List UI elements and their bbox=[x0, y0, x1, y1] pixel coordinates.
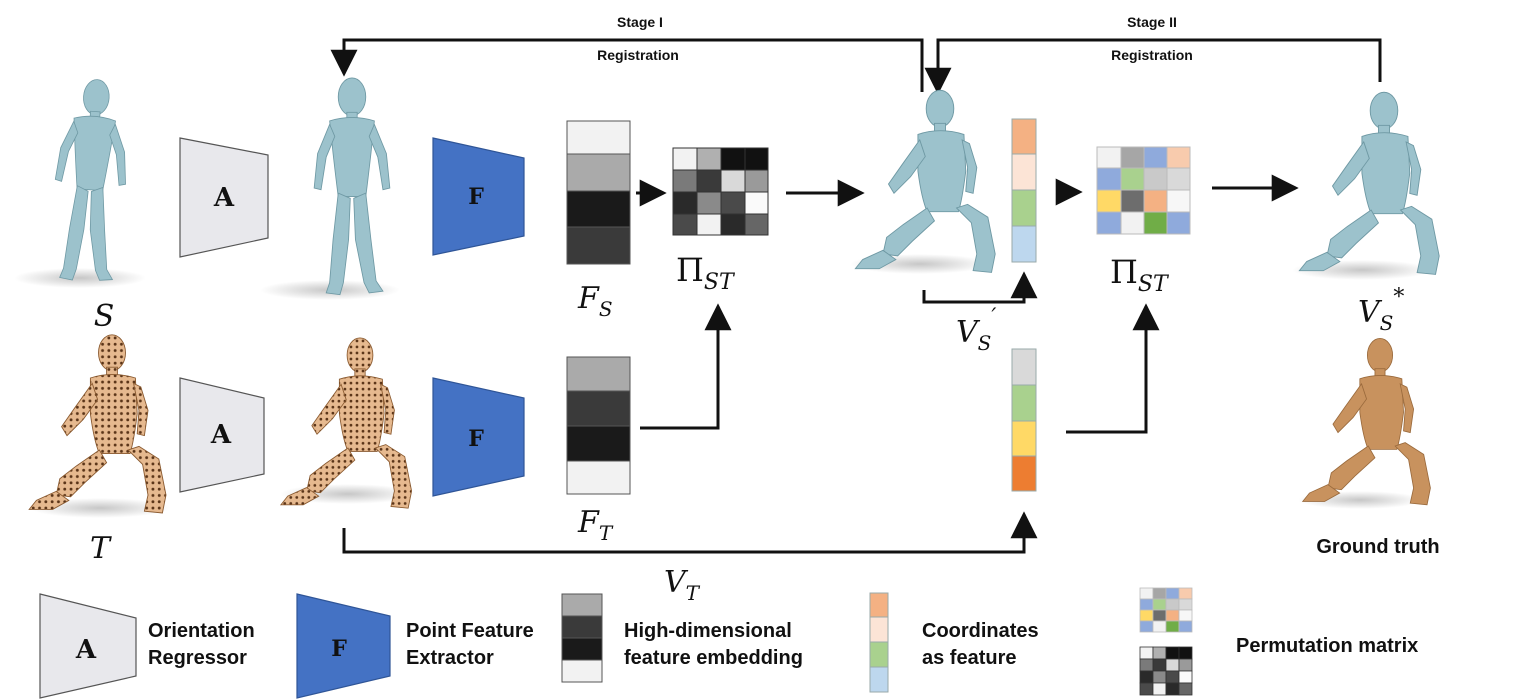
legend: A Orientation Regressor F Point Feature … bbox=[39, 587, 1418, 699]
legend-feature-line1: Point Feature bbox=[406, 620, 534, 642]
stage1-feedback-arrow bbox=[330, 38, 924, 92]
legend-perm-label: Permutation matrix bbox=[1236, 635, 1418, 657]
legend-embedding: High-dimensional feature embedding bbox=[561, 593, 803, 683]
target-label: T bbox=[90, 531, 112, 566]
legend-orientation-regressor: A Orientation Regressor bbox=[39, 593, 255, 699]
legend-permutation: Permutation matrix bbox=[1139, 587, 1418, 696]
ground-truth-label: Ground truth bbox=[1316, 536, 1439, 558]
legend-orientation-line1: Orientation bbox=[148, 620, 255, 642]
source-feature-embedding bbox=[566, 120, 631, 265]
legend-orientation-letter: A bbox=[75, 635, 97, 665]
aligned-target-mesh bbox=[280, 337, 416, 509]
legend-perm-color bbox=[1139, 587, 1193, 633]
deformed-source-mesh bbox=[850, 89, 996, 274]
final-registered-mesh bbox=[1292, 91, 1440, 280]
legend-coords-line1: Coordinates bbox=[922, 620, 1039, 642]
stage1-title: Stage I bbox=[617, 14, 663, 30]
orientation-regressor-block-2: A bbox=[179, 377, 265, 493]
feature-extractor-block-2: F bbox=[432, 377, 525, 497]
source-label: S bbox=[94, 299, 115, 334]
stage2-title: Stage II bbox=[1127, 14, 1177, 30]
target-mesh bbox=[28, 334, 170, 518]
vt-label: VT bbox=[664, 565, 701, 605]
source-coordinate-features bbox=[1011, 118, 1037, 263]
vs-star-label: VS* bbox=[1358, 285, 1404, 335]
arrow-vsp-to-coords bbox=[922, 271, 1038, 304]
legend-feature-line2: Extractor bbox=[406, 647, 494, 669]
legend-coords-line2: as feature bbox=[922, 647, 1017, 669]
fs-label: FS bbox=[577, 281, 613, 321]
orientation-regressor-block-1: A bbox=[179, 137, 269, 258]
feature-extractor-letter-1: F bbox=[468, 184, 484, 210]
stage1-subtitle: Registration bbox=[597, 47, 679, 63]
ft-label: FT bbox=[577, 505, 614, 545]
legend-feature-extractor: F Point Feature Extractor bbox=[296, 593, 534, 699]
pi1-label: ΠST bbox=[676, 251, 736, 295]
legend-feature-letter: F bbox=[331, 636, 347, 662]
target-coordinate-features bbox=[1011, 348, 1037, 492]
legend-coordinates: Coordinates as feature bbox=[869, 592, 1039, 693]
stage2-feedback-arrow bbox=[924, 38, 1382, 95]
permutation-matrix-gray bbox=[672, 147, 769, 236]
arrow-vt-to-coords bbox=[342, 511, 1038, 554]
orientation-regressor-letter-2: A bbox=[210, 420, 232, 450]
pi2-label: ΠST bbox=[1110, 253, 1170, 297]
legend-embed-line1: High-dimensional bbox=[624, 620, 792, 642]
legend-perm-gray bbox=[1139, 646, 1193, 696]
stage2-subtitle: Registration bbox=[1111, 47, 1193, 63]
orientation-regressor-letter-1: A bbox=[213, 183, 235, 213]
aligned-source-mesh bbox=[260, 77, 400, 300]
vs-prime-label: VS′ bbox=[956, 305, 996, 355]
source-mesh bbox=[14, 76, 146, 288]
feature-extractor-block-1: F bbox=[432, 137, 525, 256]
feature-extractor-letter-2: F bbox=[468, 426, 484, 452]
legend-orientation-line2: Regressor bbox=[148, 647, 247, 669]
arrow-target-coords-to-pi2 bbox=[1066, 303, 1160, 434]
permutation-matrix-color bbox=[1096, 146, 1191, 235]
target-feature-embedding bbox=[566, 356, 631, 495]
legend-embed-line2: feature embedding bbox=[624, 647, 803, 669]
ground-truth-mesh bbox=[1298, 338, 1431, 509]
arrow-ft-to-pi1 bbox=[640, 303, 732, 430]
